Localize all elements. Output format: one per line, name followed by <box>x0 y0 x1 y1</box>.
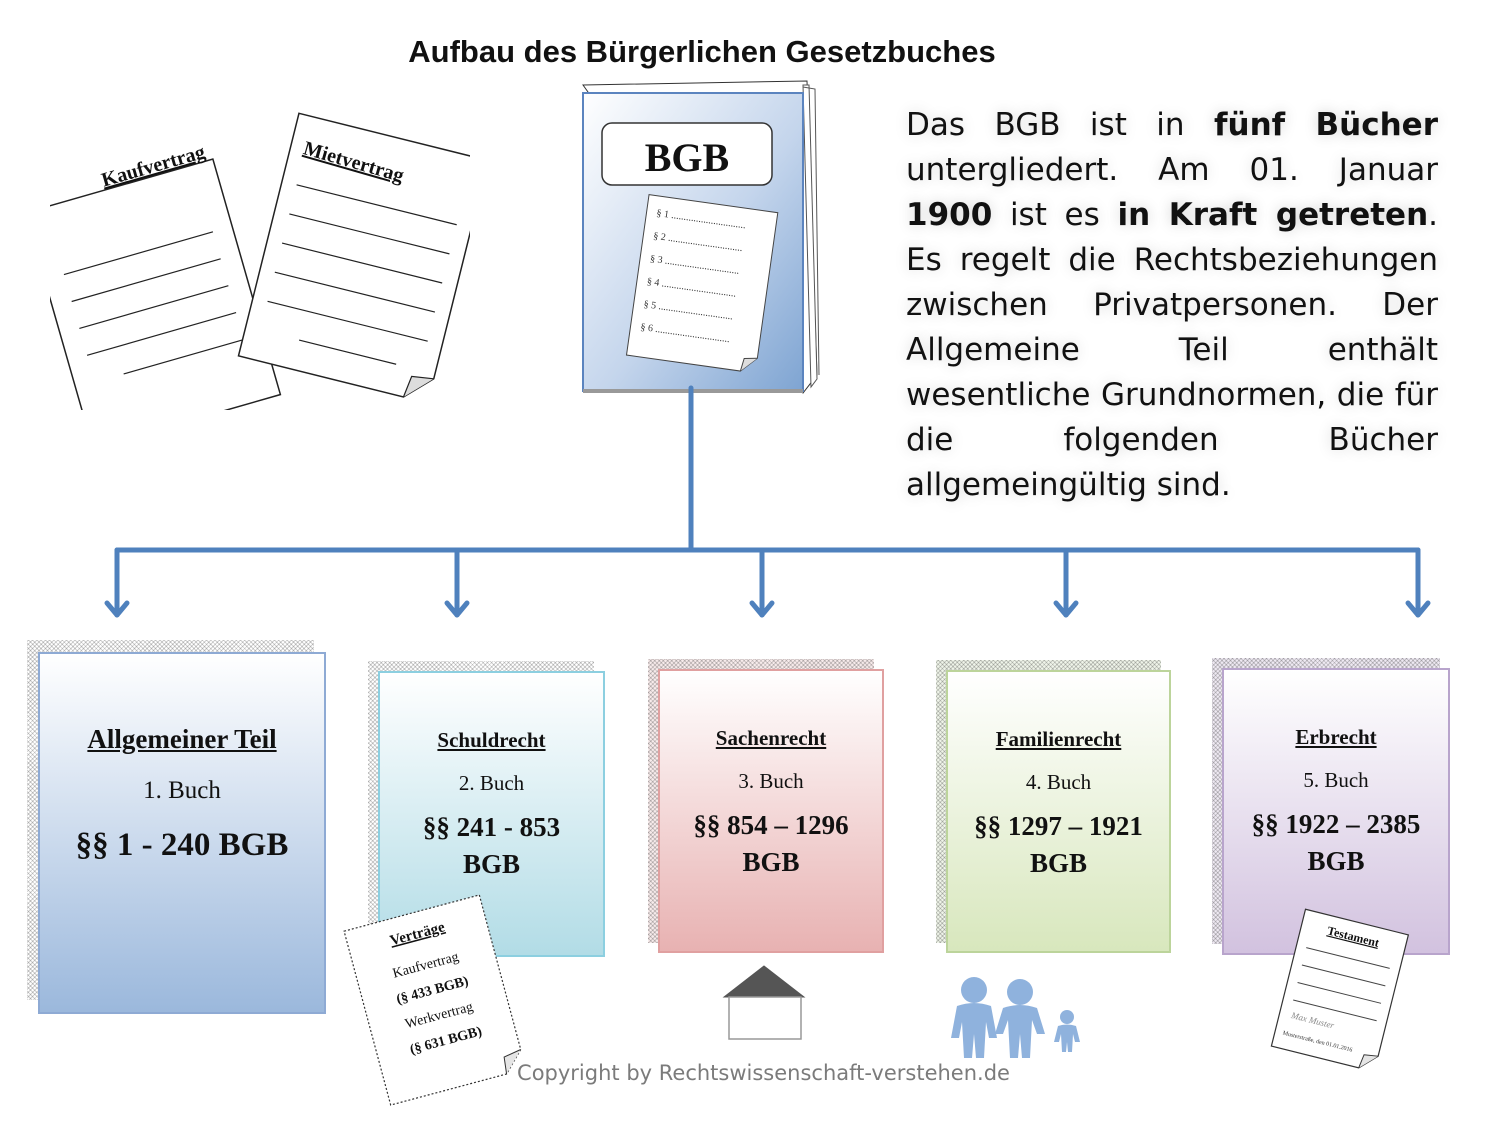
desc-part: ist es <box>992 197 1118 233</box>
page-title: Aufbau des Bürgerlichen Gesetzbuches <box>408 34 996 69</box>
book-title: Sachenrecht <box>715 726 827 750</box>
copyright-text: Copyright by Rechtswissenschaft-verstehe… <box>517 1061 1010 1085</box>
contract-documents: Kaufvertrag Mietvertrag <box>50 112 470 410</box>
book-number: 1. Buch <box>143 777 221 804</box>
book-paragraph-range: §§ 241 - 853 <box>422 812 561 842</box>
desc-part: untergliedert. Am 01. Januar <box>906 152 1438 188</box>
book-title: Allgemeiner Teil <box>87 724 277 754</box>
desc-part: . Es regelt die Rechtsbeziehungen zwisch… <box>906 197 1438 503</box>
book-paragraph-range: §§ 854 – 1296 <box>693 810 849 840</box>
description-text: Das BGB ist in fünf Bücher untergliedert… <box>906 103 1438 508</box>
book-title: Erbrecht <box>1295 725 1377 749</box>
connector-tree <box>104 385 1431 618</box>
book-5-card: Erbrecht 5. Buch §§ 1922 – 2385 BGB <box>1222 668 1450 955</box>
bgb-label: BGB <box>645 135 729 180</box>
book-number: 2. Buch <box>458 771 525 795</box>
book-paragraph-range: §§ 1922 – 2385 <box>1251 809 1421 839</box>
book-paragraph-suffix: BGB <box>1029 848 1088 878</box>
desc-bold: in Kraft getreten <box>1117 197 1429 233</box>
book-4-card: Familienrecht 4. Buch §§ 1297 – 1921 BGB <box>946 670 1171 953</box>
book-paragraph-range: §§ 1297 – 1921 <box>974 811 1143 841</box>
bgb-book-icon: BGB § 1 .............................. §… <box>582 80 820 394</box>
house-icon <box>722 965 806 1040</box>
book-number: 5. Buch <box>1303 768 1369 792</box>
book-3-card: Sachenrecht 3. Buch §§ 854 – 1296 BGB <box>658 669 884 953</box>
desc-bold: fünf Bücher <box>1214 107 1438 143</box>
book-number: 3. Buch <box>738 769 804 793</box>
vertraege-note: Verträge Kaufvertrag (§ 433 BGB) Werkver… <box>343 894 522 1106</box>
book-1-card: Allgemeiner Teil 1. Buch §§ 1 - 240 BGB <box>38 652 326 1014</box>
book-title: Schuldrecht <box>437 728 546 752</box>
book-paragraph-range: §§ 1 - 240 BGB <box>75 827 289 863</box>
book-title: Familienrecht <box>995 727 1122 751</box>
book-2-card: Schuldrecht 2. Buch §§ 241 - 853 BGB <box>378 671 605 957</box>
desc-bold: 1900 <box>906 197 993 233</box>
family-icon <box>951 977 1080 1058</box>
desc-part: Das BGB ist in <box>906 107 1215 143</box>
book-number: 4. Buch <box>1025 770 1092 794</box>
testament-note: Testament Max Muster Musterstraße, den 0… <box>1270 908 1410 1069</box>
book-paragraph-suffix: BGB <box>1307 846 1365 876</box>
book-paragraph-suffix: BGB <box>742 847 800 877</box>
book-paragraph-suffix: BGB <box>462 849 521 879</box>
